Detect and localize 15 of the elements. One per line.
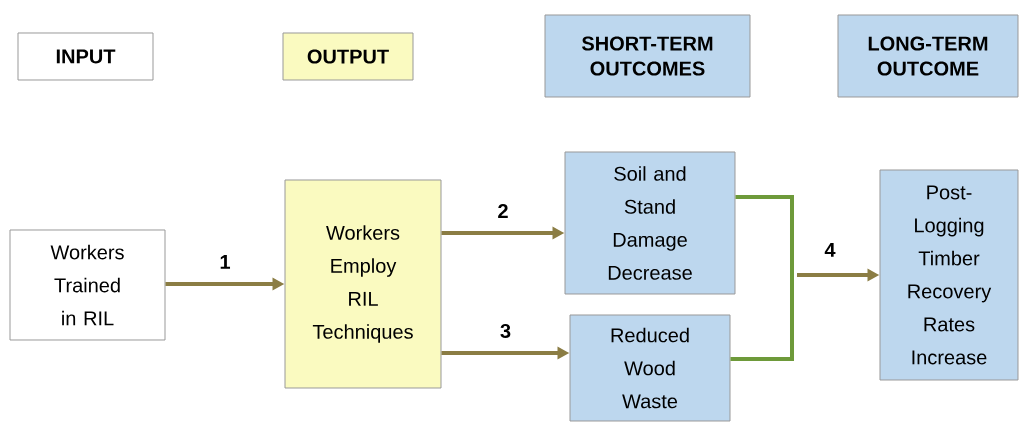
heading-box: SHORT-TERM OUTCOMES xyxy=(544,14,751,98)
bracket-line xyxy=(735,195,794,275)
edge-label: 3 xyxy=(500,323,511,339)
heading-box: OUTPUT xyxy=(282,32,414,81)
process-box: Workers Trained in RIL xyxy=(9,229,166,341)
bracket-line xyxy=(730,275,794,361)
heading-box: INPUT xyxy=(17,32,154,81)
process-box: Workers Employ RIL Techniques xyxy=(284,179,442,389)
edge-label: 4 xyxy=(824,243,836,257)
edge-label: 2 xyxy=(498,204,508,218)
process-box: Post-Logging Timber Recovery Rates Increase xyxy=(879,169,1019,381)
heading-box: LONG-TERM OUTCOME xyxy=(837,14,1019,98)
process-box: Soil and Stand Damage Decrease xyxy=(564,151,736,295)
process-box: Reduced Wood Waste xyxy=(569,314,731,422)
edge-label: 1 xyxy=(220,255,230,269)
